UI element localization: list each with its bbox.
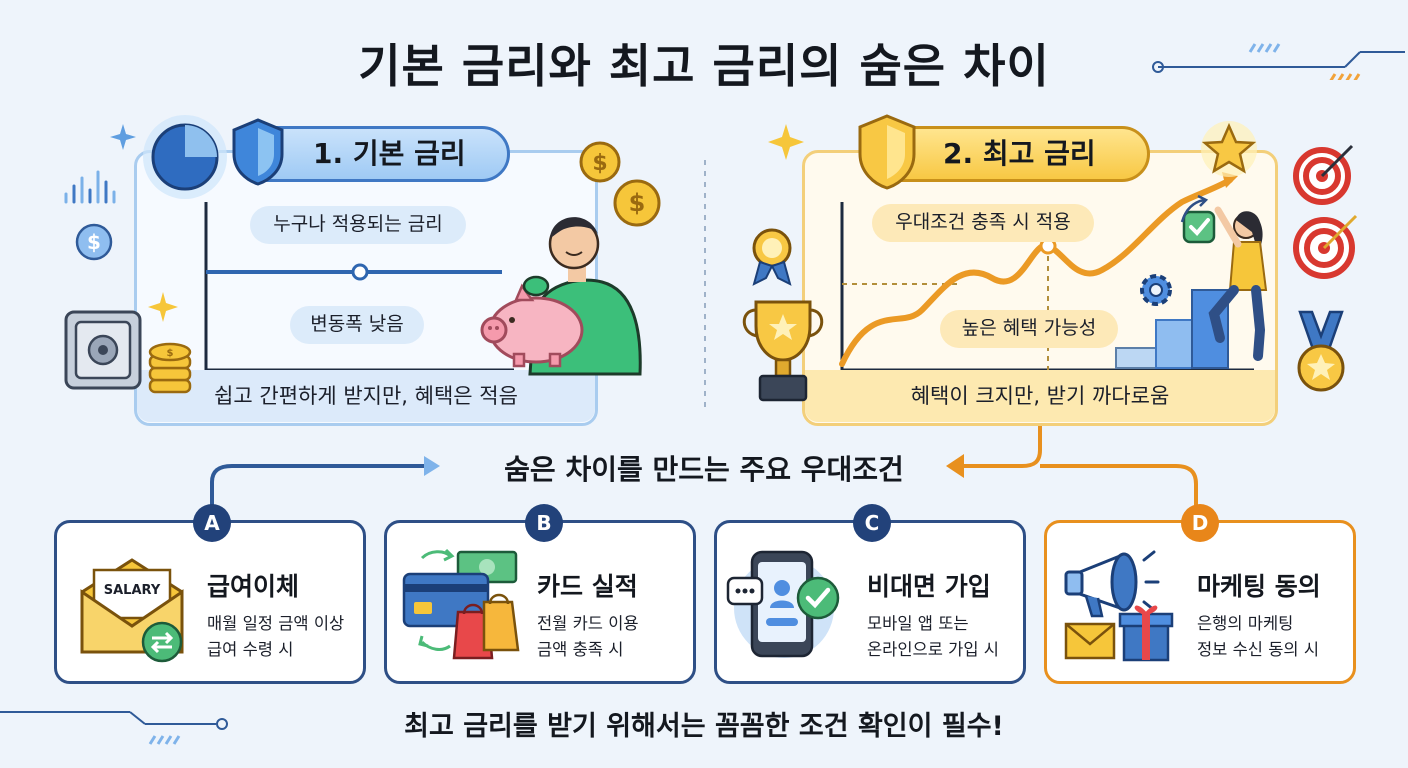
decorative-line [0, 711, 228, 745]
arrow-icon [1180, 194, 1209, 223]
svg-text:$: $ [592, 151, 607, 176]
dollar-coin-icon: $ [75, 223, 113, 261]
condition-title: 급여이체 [207, 572, 300, 601]
basic-label-bottom: 변동폭 낮음 [290, 306, 424, 344]
credit-card-icon [402, 548, 520, 660]
max-label-top: 우대조건 충족 시 적용 [872, 204, 1094, 242]
target-icon [1293, 214, 1358, 279]
bar-chart-icon [64, 170, 116, 204]
basic-label-top: 누구나 적용되는 금리 [250, 206, 466, 244]
footer-note: 최고 금리를 받기 위해서는 꼼꼼한 조건 확인이 필수! [404, 711, 1004, 742]
target-icon [1293, 144, 1354, 205]
basic-summary: 쉽고 간편하게 받지만, 혜택은 적음 [137, 370, 595, 422]
sparkle-icon [110, 124, 136, 150]
section-subtitle: 숨은 차이를 만드는 주요 우대조건 [504, 453, 904, 486]
dollar-coin-icon: $ [579, 141, 621, 183]
badge-d: D [1181, 504, 1219, 542]
connector-lines [210, 426, 1198, 512]
badge-c: C [853, 504, 891, 542]
medal-icon [1297, 310, 1345, 392]
piggy-bank-icon [480, 275, 584, 368]
climbing-person-icon [1115, 206, 1268, 369]
condition-desc: 모바일 앱 또는 온라인으로 가입 시 [867, 614, 999, 659]
svg-text:$: $ [167, 348, 174, 359]
checkmark-icon [1182, 210, 1216, 244]
medal-icon [752, 228, 792, 286]
sparkle-icon [768, 124, 804, 160]
trophy-icon [742, 300, 824, 402]
condition-title: 카드 실적 [537, 572, 638, 601]
pie-chart-icon [143, 115, 227, 199]
decorative-line [1152, 43, 1405, 80]
svg-text:$: $ [629, 189, 646, 217]
dollar-coin-icon: $ [613, 179, 661, 227]
condition-title: 마케팅 동의 [1197, 572, 1321, 601]
svg-text:$: $ [87, 230, 101, 254]
panel-divider [704, 160, 706, 410]
condition-title: 비대면 가입 [867, 572, 991, 601]
max-rate-header: 2. 최고 금리 [870, 126, 1150, 182]
max-summary: 혜택이 크지만, 받기 까다로움 [805, 370, 1275, 422]
condition-desc: 은행의 마케팅 정보 수신 동의 시 [1197, 614, 1319, 659]
condition-desc: 매월 일정 금액 이상 급여 수령 시 [207, 614, 345, 659]
coin-stack-icon: $ [148, 342, 192, 394]
badge-a: A [193, 504, 231, 542]
megaphone-icon [1064, 550, 1174, 662]
gear-icon [1140, 274, 1172, 306]
star-icon [1201, 121, 1257, 177]
page-title: 기본 금리와 최고 금리의 숨은 차이 [358, 39, 1050, 93]
sparkle-icon [148, 292, 178, 322]
shield-icon [858, 114, 916, 190]
envelope-label: SALARY [104, 583, 161, 598]
basic-rate-header: 1. 기본 금리 [240, 126, 510, 182]
safe-icon [64, 310, 142, 390]
badge-b: B [525, 504, 563, 542]
shield-icon [232, 118, 284, 186]
condition-desc: 전월 카드 이용 금액 충족 시 [537, 614, 639, 659]
exchange-icon [141, 621, 183, 663]
max-label-bottom: 높은 혜택 가능성 [940, 310, 1118, 348]
smartphone-icon [726, 550, 840, 658]
